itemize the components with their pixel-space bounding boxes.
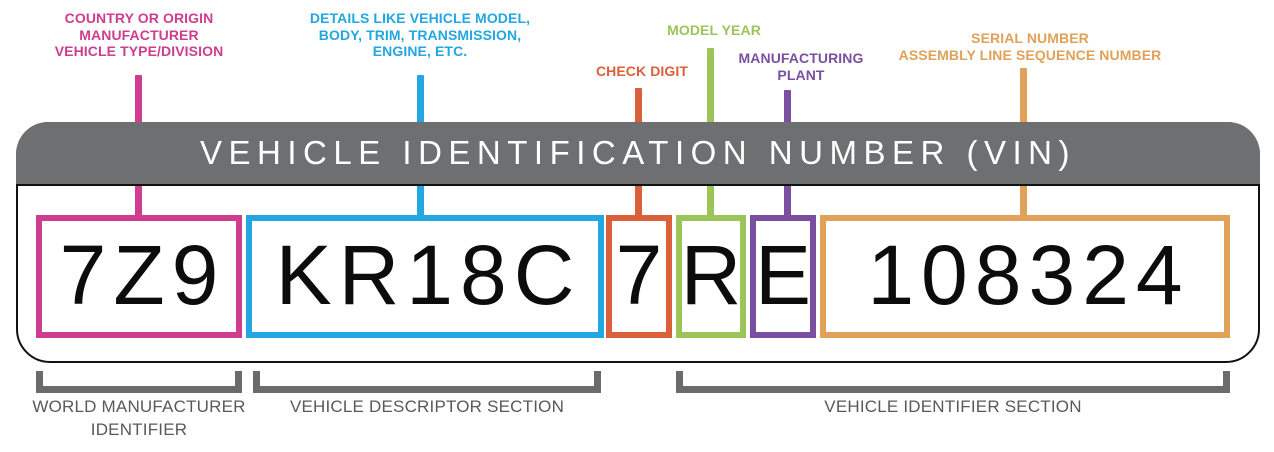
vds-section-bracket: [253, 371, 601, 393]
vds-callout-line-1: DETAILS LIKE VEHICLE MODEL,: [309, 10, 531, 26]
check-digit-connector-upper: [635, 88, 642, 125]
vehicle-descriptor-section-label: VEHICLE DESCRIPTOR SECTION: [253, 396, 601, 419]
model-year-connector-drop: [707, 188, 714, 220]
manufacturing-plant-connector-drop: [784, 188, 791, 220]
wmi-section-bracket: [36, 371, 242, 393]
serial-number-callout-line-2: ASSEMBLY LINE SEQUENCE NUMBER: [898, 46, 1162, 63]
wmi-section-line-2: IDENTIFIER: [90, 419, 188, 439]
manufacturing-plant-connector-upper: [784, 90, 791, 125]
vds-callout-line-3: ENGINE, ETC.: [372, 43, 468, 60]
manufacturing-plant-callout-line-1: MANUFACTURING: [738, 50, 864, 66]
serial-number-callout: SERIAL NUMBER ASSEMBLY LINE SEQUENCE NUM…: [870, 30, 1190, 63]
wmi-connector-upper: [135, 75, 142, 125]
bracket-cap-right: [594, 371, 601, 393]
model-year-group-chars: R: [680, 227, 749, 322]
check-digit-callout-line-1: CHECK DIGIT: [595, 63, 689, 79]
vds-section-line-1: VEHICLE DESCRIPTOR SECTION: [289, 397, 565, 416]
bracket-cap-right: [1223, 371, 1230, 393]
serial-number-callout-line-1: SERIAL NUMBER: [971, 30, 1089, 46]
serial-number-connector-drop: [1020, 188, 1027, 220]
wmi-section-line-1: WORLD MANUFACTURER: [32, 397, 246, 416]
model-year-connector-upper: [707, 48, 714, 125]
vds-connector-drop: [417, 188, 424, 220]
wmi-group-chars: 7Z9: [59, 227, 226, 322]
vehicle-identifier-section-label: VEHICLE IDENTIFIER SECTION: [676, 396, 1230, 419]
vin-title-bar: VEHICLE IDENTIFICATION NUMBER (VIN): [16, 122, 1260, 186]
page-title: VEHICLE IDENTIFICATION NUMBER (VIN): [200, 134, 1076, 171]
manufacturing-plant-callout-line-2: PLANT: [777, 66, 825, 83]
vds-group[interactable]: KR18C: [246, 215, 604, 338]
vds-connector-upper: [417, 75, 424, 125]
check-digit-connector-drop: [635, 188, 642, 220]
vds-callout-line-2: BODY, TRIM, TRANSMISSION,: [318, 26, 522, 43]
serial-group[interactable]: 108324: [820, 215, 1230, 338]
wmi-callout-line-2: MANUFACTURER: [79, 26, 199, 43]
model-year-group[interactable]: R: [676, 215, 746, 338]
wmi-connector-drop: [135, 188, 142, 220]
vds-group-chars: KR18C: [275, 227, 582, 322]
check-digit-callout: CHECK DIGIT: [562, 63, 722, 80]
bracket-bar: [676, 386, 1230, 393]
vis-section-bracket: [676, 371, 1230, 393]
vds-callout: DETAILS LIKE VEHICLE MODEL, BODY, TRIM, …: [294, 10, 546, 60]
serial-number-connector-upper: [1020, 68, 1027, 125]
serial-group-chars: 108324: [867, 227, 1190, 322]
vis-section-line-1: VEHICLE IDENTIFIER SECTION: [824, 397, 1082, 416]
bracket-cap-left: [676, 371, 683, 393]
manufacturing-plant-callout: MANUFACTURING PLANT: [720, 50, 882, 83]
wmi-callout-line-3: VEHICLE TYPE/DIVISION: [54, 43, 224, 60]
wmi-callout: COUNTRY OR ORIGIN MANUFACTURER VEHICLE T…: [18, 10, 260, 60]
model-year-callout-line-1: MODEL YEAR: [667, 22, 761, 38]
check-digit-group-chars: 7: [615, 227, 670, 322]
bracket-bar: [36, 386, 242, 393]
wmi-callout-line-1: COUNTRY OR ORIGIN: [64, 10, 214, 26]
bracket-cap-right: [235, 371, 242, 393]
bracket-cap-left: [36, 371, 43, 393]
plant-group[interactable]: E: [750, 215, 816, 338]
world-manufacturer-identifier-label: WORLD MANUFACTURER IDENTIFIER: [16, 396, 262, 442]
bracket-cap-left: [253, 371, 260, 393]
bracket-bar: [253, 386, 601, 393]
plant-group-chars: E: [754, 227, 819, 322]
model-year-callout: MODEL YEAR: [634, 22, 794, 39]
check-digit-group[interactable]: 7: [606, 215, 672, 338]
wmi-group[interactable]: 7Z9: [36, 215, 242, 338]
